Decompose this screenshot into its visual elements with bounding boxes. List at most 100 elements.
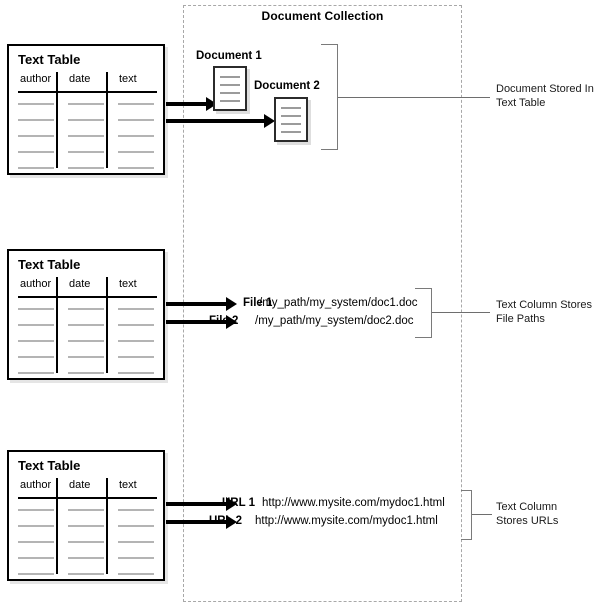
arrow-shaft-url-2 [166, 520, 228, 524]
table-cell-placeholder [18, 340, 54, 342]
document-2-icon [274, 97, 308, 142]
arrow-shaft-document-1 [166, 102, 208, 106]
table-cell-placeholder [18, 557, 54, 559]
table-cell-placeholder [118, 135, 154, 137]
document-1-icon [213, 66, 247, 111]
table-cell-placeholder [68, 308, 104, 310]
table-cell-placeholder [68, 372, 104, 374]
table-cell-placeholder [18, 103, 54, 105]
arrow-head-file-2 [226, 315, 237, 329]
table-cell-placeholder [18, 135, 54, 137]
column-header-date: date [69, 479, 91, 491]
table-cell-placeholder [68, 509, 104, 511]
file-2-value: /my_path/my_system/doc2.doc [255, 315, 414, 327]
table-cell-placeholder [68, 356, 104, 358]
table-cell-placeholder [118, 509, 154, 511]
table-cell-placeholder [18, 541, 54, 543]
arrow-head-url-1 [226, 497, 237, 511]
caption-file-paths: Text Column Stores File Paths [496, 299, 592, 325]
table-cell-placeholder [18, 151, 54, 153]
connector-file-paths [432, 312, 490, 313]
table-cell-placeholder [68, 541, 104, 543]
table-cell-placeholder [68, 119, 104, 121]
document-1-label: Document 1 [196, 50, 262, 62]
table-cell-placeholder [18, 573, 54, 575]
table-cell-placeholder [18, 356, 54, 358]
column-divider [106, 72, 108, 168]
url-2-key: URL 2 [209, 515, 243, 527]
table-cell-placeholder [68, 103, 104, 105]
text-table-title: Text Table [18, 52, 81, 67]
bracket-documents [321, 44, 338, 150]
arrow-head-file-1 [226, 297, 237, 311]
column-divider [106, 478, 108, 574]
arrow-head-url-2 [226, 515, 237, 529]
table-cell-placeholder [118, 119, 154, 121]
column-header-date: date [69, 73, 91, 85]
document-2-label: Document 2 [254, 80, 320, 92]
text-table-urls: Text Table author date text [7, 450, 165, 581]
table-cell-placeholder [118, 340, 154, 342]
table-cell-placeholder [118, 324, 154, 326]
column-divider [106, 277, 108, 373]
text-table-header-row: author date text [18, 73, 156, 90]
caption-urls: Text Column Stores URLs [496, 501, 559, 527]
document-collection-title: Document Collection [261, 9, 384, 23]
table-cell-placeholder [18, 324, 54, 326]
table-cell-placeholder [18, 308, 54, 310]
text-table-title: Text Table [18, 257, 81, 272]
table-cell-placeholder [18, 525, 54, 527]
arrow-shaft-url-1 [166, 502, 228, 506]
caption-documents: Document Stored In Text Table [496, 83, 594, 109]
table-cell-placeholder [68, 525, 104, 527]
table-cell-placeholder [68, 557, 104, 559]
arrow-shaft-file-1 [166, 302, 228, 306]
url-2-value: http://www.mysite.com/mydoc1.html [255, 515, 438, 527]
header-rule [18, 91, 157, 93]
table-cell-placeholder [118, 308, 154, 310]
column-header-text: text [119, 73, 137, 85]
table-cell-placeholder [68, 573, 104, 575]
file-1-value: /my_path/my_system/doc1.doc [259, 297, 418, 309]
table-cell-placeholder [18, 167, 54, 169]
text-table-documents: Text Table author date text [7, 44, 165, 175]
table-cell-placeholder [118, 557, 154, 559]
arrow-head-document-2 [264, 114, 275, 128]
table-cell-placeholder [18, 119, 54, 121]
table-cell-placeholder [68, 151, 104, 153]
connector-urls [472, 514, 492, 515]
table-cell-placeholder [18, 509, 54, 511]
table-cell-placeholder [118, 573, 154, 575]
bracket-urls [461, 490, 472, 540]
table-cell-placeholder [118, 541, 154, 543]
table-cell-placeholder [68, 167, 104, 169]
table-cell-placeholder [68, 135, 104, 137]
column-header-text: text [119, 479, 137, 491]
table-cell-placeholder [118, 525, 154, 527]
text-table-header-row: author date text [18, 479, 156, 496]
file-1-key: File 1 [243, 297, 273, 309]
column-header-author: author [20, 73, 52, 85]
column-header-text: text [119, 278, 137, 290]
table-cell-placeholder [118, 356, 154, 358]
url-1-key: URL 1 [222, 497, 256, 509]
table-cell-placeholder [68, 324, 104, 326]
table-cell-placeholder [68, 340, 104, 342]
table-cell-placeholder [18, 372, 54, 374]
text-table-header-row: author date text [18, 278, 156, 295]
bracket-file-paths [415, 288, 432, 338]
column-header-date: date [69, 278, 91, 290]
arrow-shaft-file-2 [166, 320, 228, 324]
text-table-file-paths: Text Table author date text [7, 249, 165, 380]
table-cell-placeholder [118, 103, 154, 105]
header-rule [18, 497, 157, 499]
file-2-key: File 2 [209, 315, 239, 327]
connector-documents [338, 97, 490, 98]
column-divider [56, 478, 58, 574]
column-header-author: author [20, 278, 52, 290]
arrow-head-document-1 [206, 97, 217, 111]
table-cell-placeholder [118, 372, 154, 374]
column-header-author: author [20, 479, 52, 491]
text-table-title: Text Table [18, 458, 81, 473]
